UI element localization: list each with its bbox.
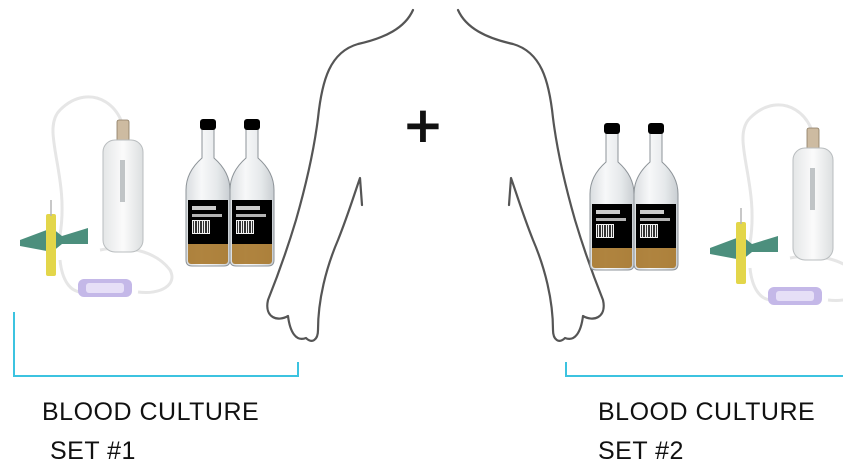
set-2-title: BLOOD CULTURE [598,397,815,427]
venipuncture-kit-2 [710,105,843,305]
body-outline [267,10,603,341]
culture-bottle-aerobic-1 [186,119,230,266]
set-2-bracket [566,362,843,376]
culture-bottle-anaerobic-1 [230,119,274,266]
plus-symbol: + [402,96,444,154]
set-1-number: SET #1 [50,436,136,464]
culture-bottle-aerobic-2 [590,123,634,270]
set-1-title: BLOOD CULTURE [42,397,259,427]
venipuncture-kit-1 [20,97,172,297]
culture-bottle-anaerobic-2 [634,123,678,270]
blood-culture-set-1-equipment [14,97,298,376]
set-1-bracket [14,312,298,376]
blood-culture-set-2-equipment [566,105,843,376]
set-2-number: SET #2 [598,436,684,464]
